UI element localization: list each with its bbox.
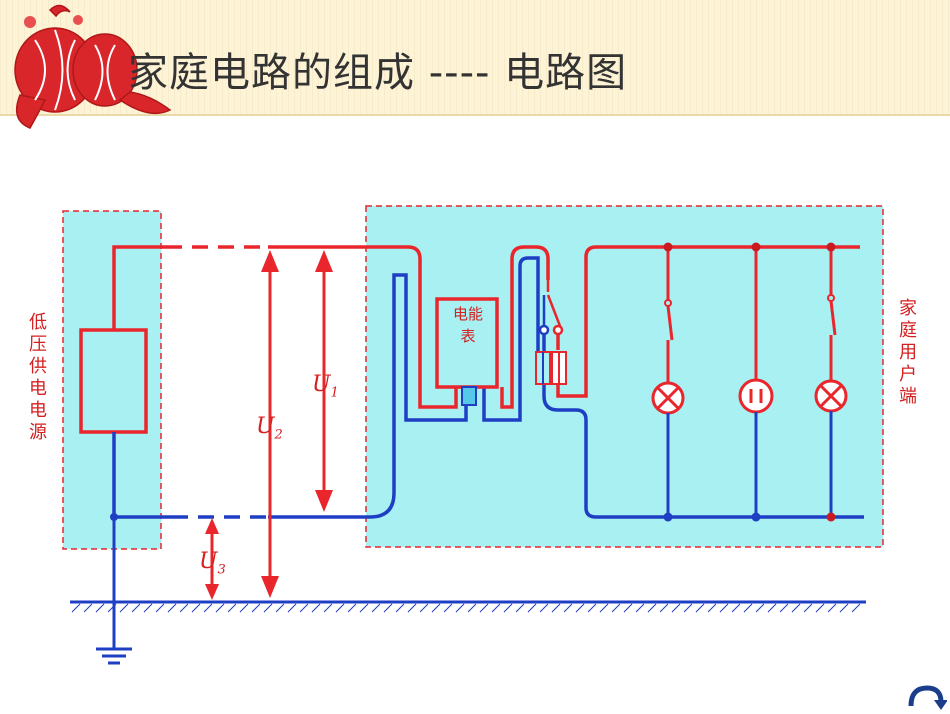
slide-header — [0, 0, 950, 114]
fuses — [535, 351, 567, 385]
return-arrow-icon — [908, 685, 948, 710]
meter-label: 电能表 — [452, 305, 483, 345]
main-switch — [538, 280, 564, 336]
supply-label: 低压供电电源 — [29, 312, 47, 443]
voltage-label-u3: U3 — [199, 549, 226, 578]
energy-meter — [435, 297, 499, 389]
voltage-label-u1: U1 — [312, 372, 339, 401]
live-wire — [112, 245, 860, 409]
page-title: 家庭电路的组成 ---- 电路图 — [128, 50, 628, 96]
return-button[interactable] — [903, 680, 948, 710]
supply-source — [79, 328, 148, 434]
voltage-arrow-u3 — [205, 518, 219, 600]
junction-dots — [110, 242, 836, 522]
voltage-arrow-u1 — [315, 250, 333, 512]
lantern-decoration-icon — [14, 4, 172, 129]
voltage-arrow-u2 — [261, 250, 279, 598]
branch-lamp-1 — [651, 247, 685, 517]
branch-lamp-2 — [814, 247, 848, 517]
branch-socket — [738, 247, 774, 517]
user-end-label: 家庭用户端 — [899, 298, 917, 407]
ground-line — [70, 600, 866, 613]
earth-symbol — [96, 517, 132, 665]
header-divider — [0, 114, 950, 116]
voltage-label-u2: U2 — [256, 414, 283, 443]
